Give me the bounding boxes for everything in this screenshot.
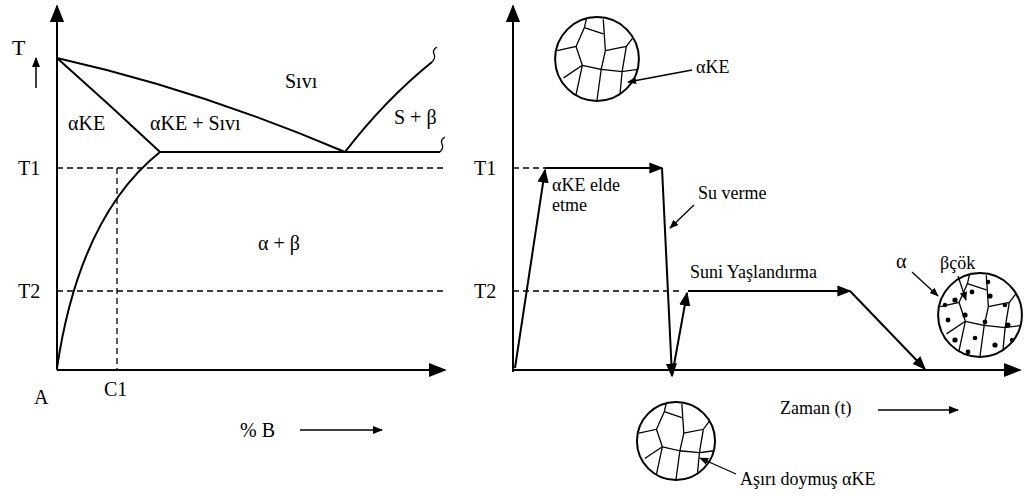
phase-label: Sıvı	[285, 70, 317, 92]
temperature-label: T2	[474, 280, 496, 302]
axis-label: A	[34, 386, 48, 408]
phase-label: α + β	[258, 232, 300, 254]
phase-label: αKE	[696, 58, 729, 78]
temperature-label: T1	[474, 157, 496, 179]
phase-label: S + β	[394, 106, 437, 128]
phase-label: Aşırı doymuş αKE	[740, 470, 875, 490]
temperature-label: T1	[18, 157, 40, 179]
phase-label: αKE + Sıvı	[150, 112, 241, 134]
axis-label: T	[12, 36, 25, 60]
axis-label: Zaman (t)	[780, 399, 851, 419]
step-label: Suni Yaşlandırma	[690, 263, 817, 283]
composition-label: C1	[104, 378, 127, 400]
phase-label: βçök	[940, 254, 975, 274]
step-label: αKE elde etme	[552, 176, 628, 216]
phase-label: α	[896, 250, 906, 272]
phase-label: αKE	[68, 112, 105, 134]
step-label: Su verme	[698, 184, 766, 204]
axis-label: % B	[240, 419, 275, 441]
temperature-label: T2	[18, 280, 40, 302]
